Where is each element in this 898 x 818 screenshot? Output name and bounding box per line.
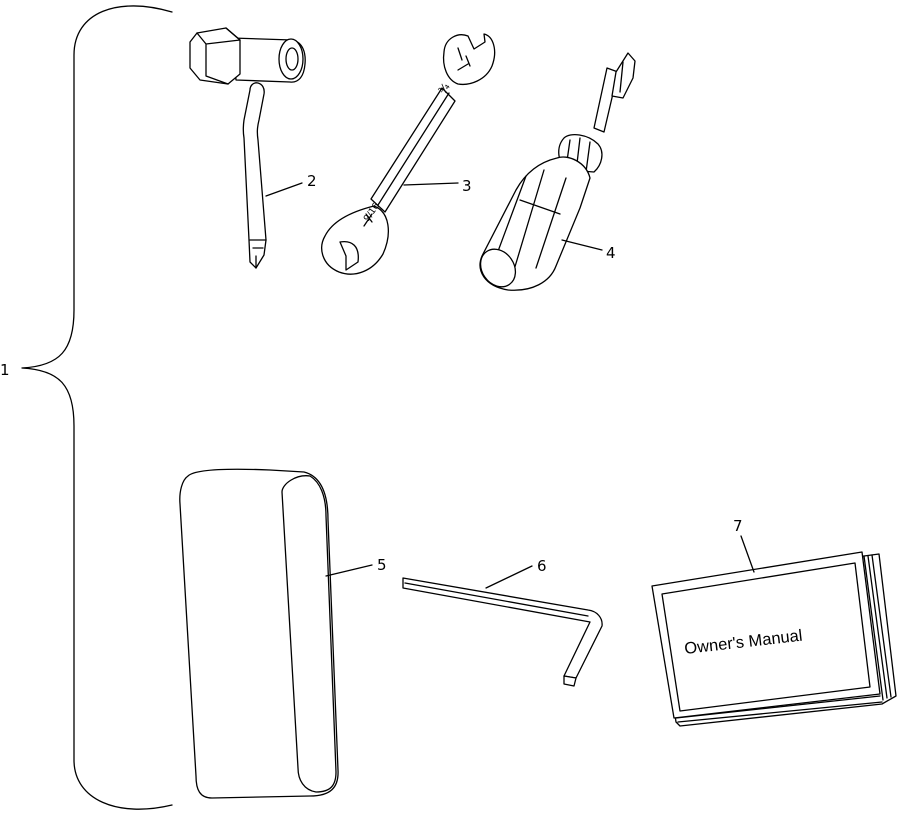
- hex-key: [402, 577, 603, 687]
- leader-line-7: [740, 535, 755, 573]
- leader-line-4: [561, 239, 603, 251]
- callout-6: 6: [537, 557, 547, 575]
- leader-line-6: [485, 565, 533, 589]
- open-end-wrench: [321, 33, 496, 275]
- callout-3: 3: [462, 177, 472, 195]
- callout-2: 2: [307, 172, 317, 190]
- kit-bracket: [21, 5, 173, 810]
- spark-plug-wrench: [189, 27, 306, 269]
- callout-4: 4: [606, 244, 616, 262]
- callout-5: 5: [377, 556, 387, 574]
- leader-line-5: [325, 564, 373, 577]
- callout-7: 7: [733, 517, 743, 535]
- tool-pouch: [179, 468, 339, 799]
- owners-manual: [651, 551, 897, 727]
- leader-line-3: [403, 182, 459, 186]
- callout-1: 1: [0, 361, 10, 379]
- screwdriver: [479, 52, 636, 291]
- leader-line-2: [265, 182, 303, 197]
